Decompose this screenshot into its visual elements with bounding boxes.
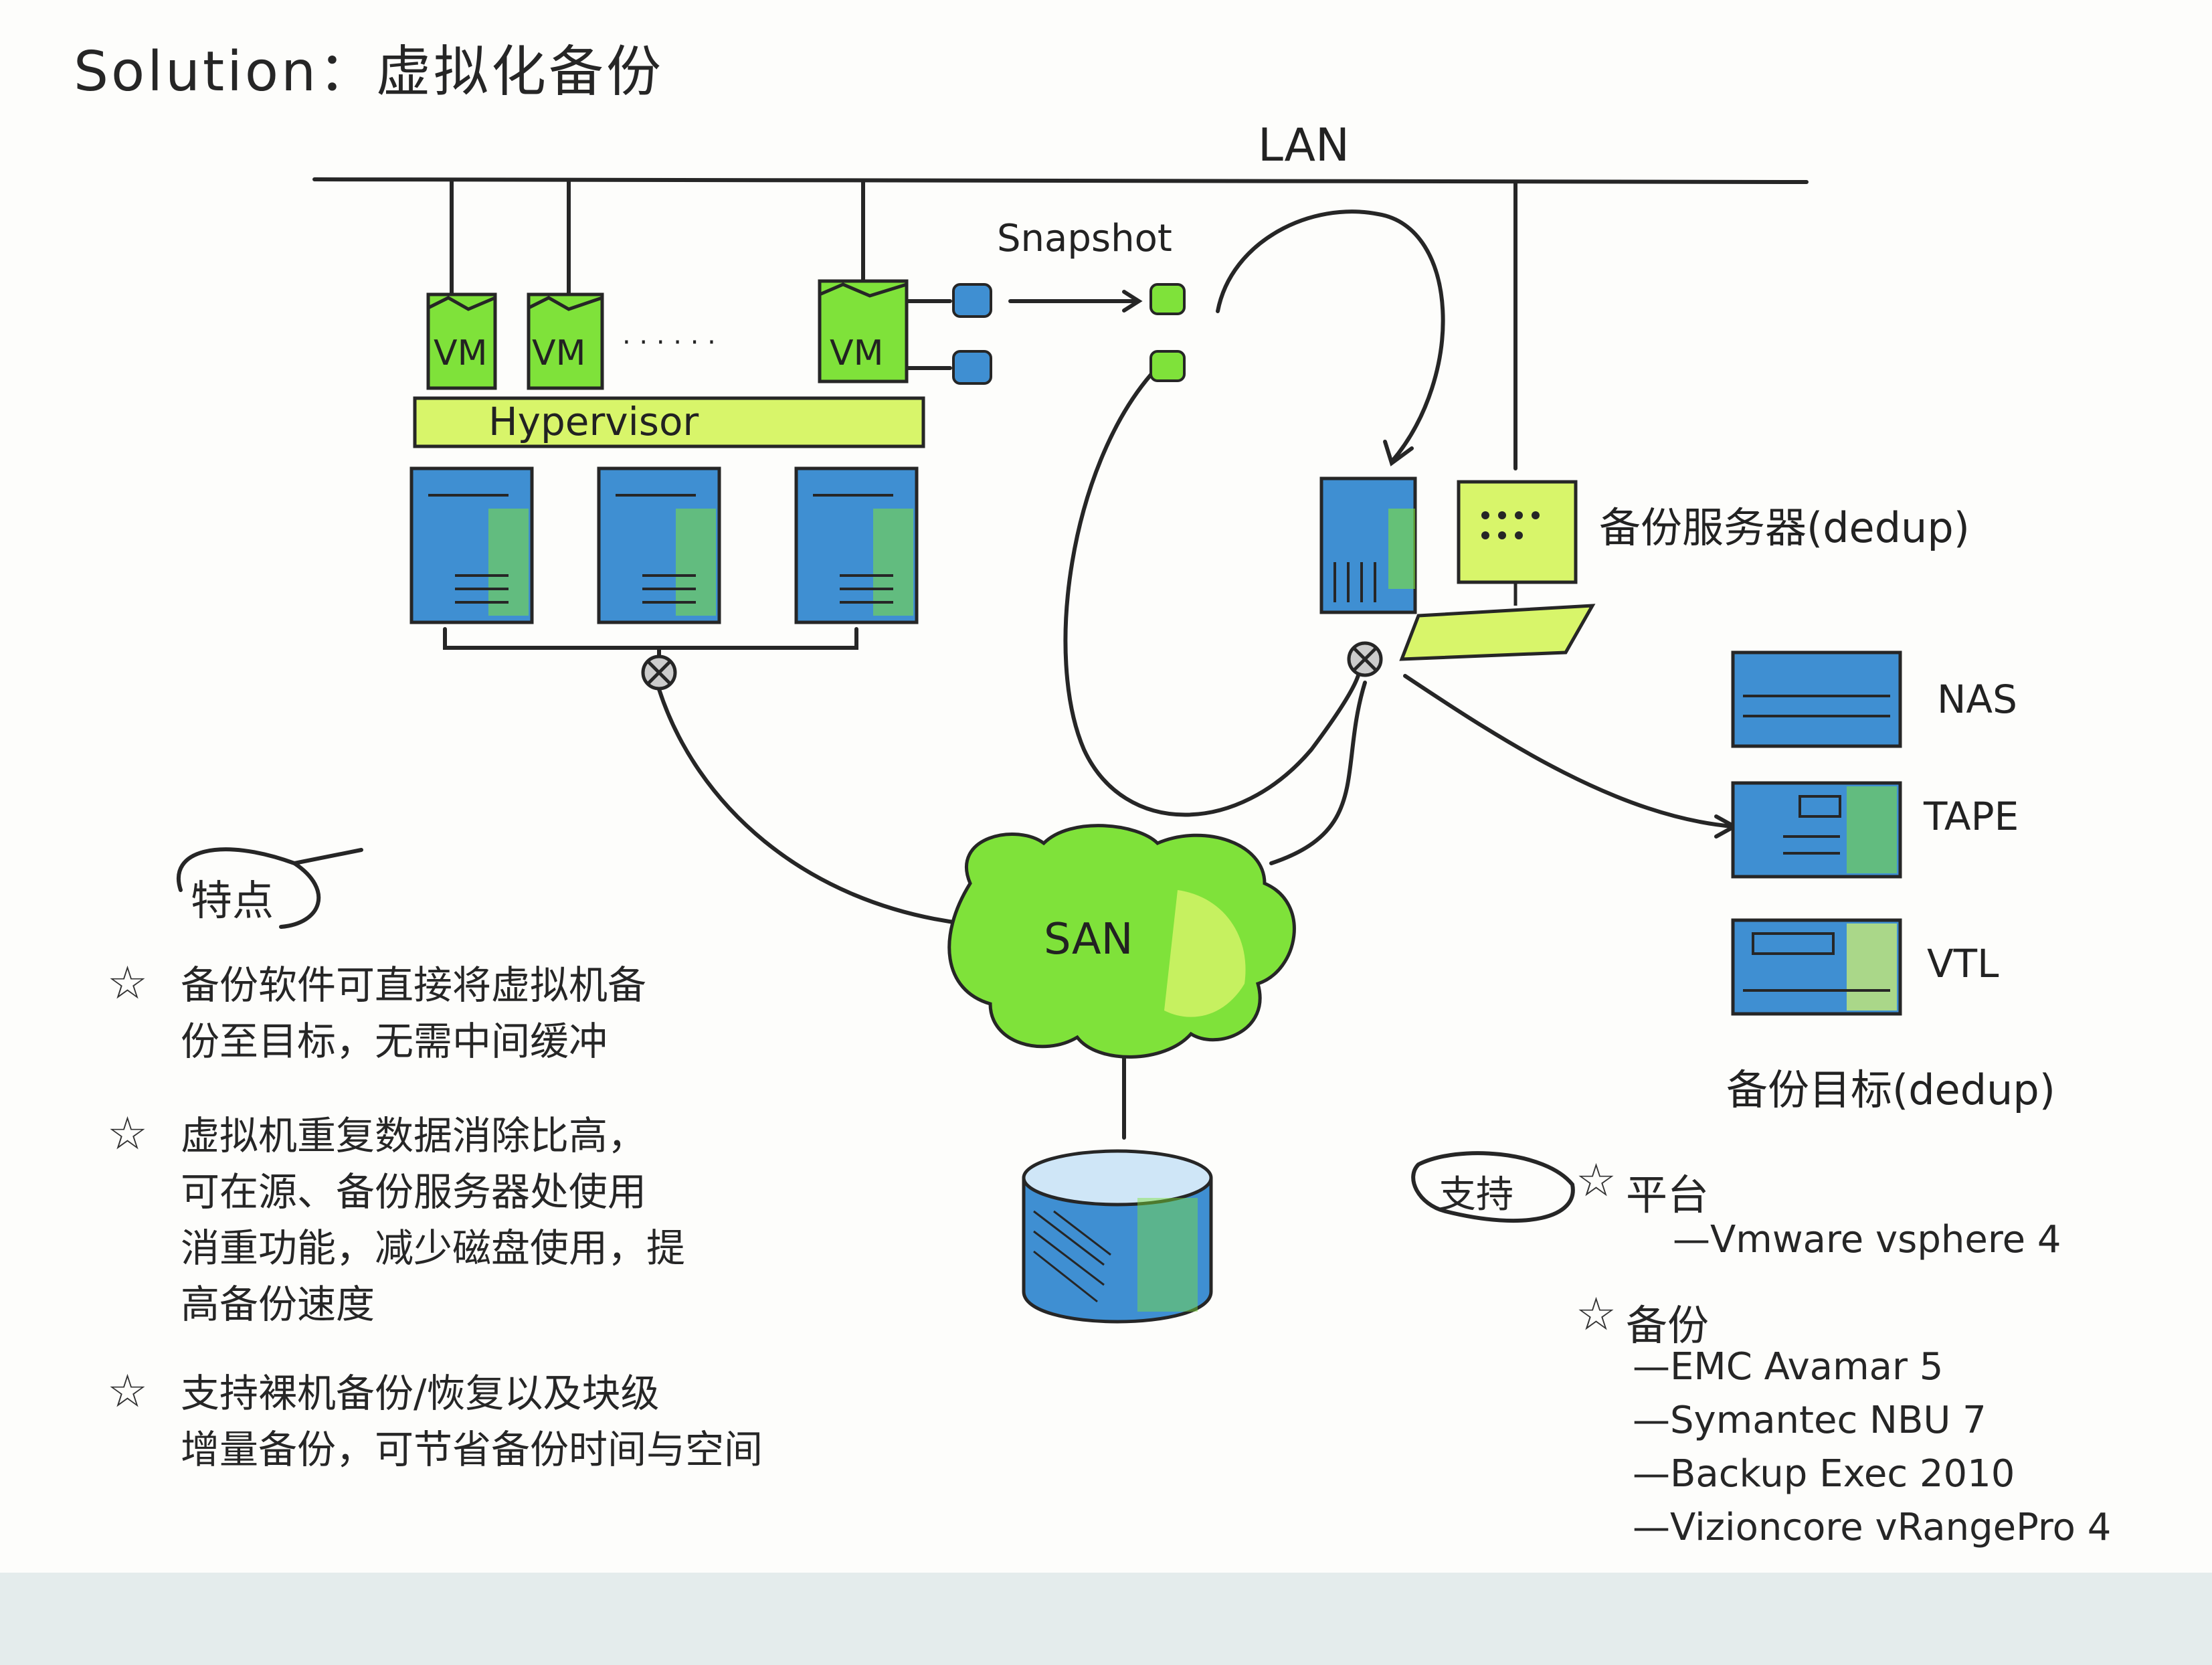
vm-group bbox=[426, 279, 909, 390]
support-backup-title: 备份 bbox=[1626, 1301, 1710, 1350]
features-heading: 特点 bbox=[191, 876, 274, 925]
monitor-icon bbox=[1457, 480, 1578, 606]
scan-edge bbox=[0, 1573, 2212, 1665]
disk-icon bbox=[952, 283, 1186, 385]
backup-server-label: 备份服务器(dedup) bbox=[1599, 503, 1970, 552]
server-icon bbox=[409, 466, 919, 624]
vm-label-3: VM bbox=[830, 333, 883, 373]
fc-switch-icon bbox=[641, 641, 1383, 691]
feature-item-2: 虚拟机重复数据消除比高， 可在源、备份服务器处使用 消重功能，减少磁盘使用，提 … bbox=[181, 1113, 686, 1327]
big-disk-icon bbox=[1022, 1149, 1213, 1324]
hypervisor-bar bbox=[413, 396, 925, 448]
support-platform-item: —Vmware vsphere 4 bbox=[1673, 1218, 2061, 1261]
support-backup-item: —Symantec NBU 7 bbox=[1633, 1399, 1987, 1442]
lan-bus bbox=[312, 177, 1809, 184]
support-backup-item: —EMC Avamar 5 bbox=[1633, 1345, 1944, 1389]
lan-label: LAN bbox=[1258, 119, 1350, 172]
target-nas: NAS bbox=[1937, 677, 2017, 722]
star-icon: ☆ bbox=[1576, 1154, 1617, 1207]
vm-ellipsis: · · · · · · bbox=[622, 327, 716, 358]
target-vtl: VTL bbox=[1927, 941, 1999, 986]
feature-item-1: 备份软件可直接将虚拟机备 份至目标，无需中间缓冲 bbox=[181, 962, 647, 1064]
targets-caption: 备份目标(dedup) bbox=[1726, 1065, 2055, 1114]
star-icon: ☆ bbox=[107, 1365, 148, 1418]
star-icon: ☆ bbox=[107, 957, 148, 1010]
page-title: Solution：虚拟化备份 bbox=[74, 40, 664, 104]
target-tape: TAPE bbox=[1923, 794, 2019, 839]
vm-label-2: VM bbox=[532, 333, 585, 373]
support-backup-item: —Backup Exec 2010 bbox=[1633, 1452, 2015, 1496]
feature-item-3: 支持裸机备份/恢复以及块级 增量备份，可节省备份时间与空间 bbox=[181, 1371, 763, 1472]
storage-icon bbox=[1731, 650, 1902, 1016]
support-platform-title: 平台 bbox=[1626, 1170, 1710, 1219]
star-icon: ☆ bbox=[107, 1108, 148, 1160]
snapshot-label: Snapshot bbox=[997, 217, 1172, 260]
backup-server-icon bbox=[1319, 476, 1417, 614]
san-label: SAN bbox=[1044, 915, 1133, 964]
vm-label-1: VM bbox=[434, 333, 487, 373]
support-heading: 支持 bbox=[1439, 1173, 1513, 1217]
star-icon: ☆ bbox=[1576, 1288, 1617, 1341]
hypervisor-label: Hypervisor bbox=[488, 399, 699, 444]
support-backup-item: —Vizioncore vRangePro 4 bbox=[1633, 1506, 2112, 1549]
keyboard-icon bbox=[1399, 604, 1596, 661]
